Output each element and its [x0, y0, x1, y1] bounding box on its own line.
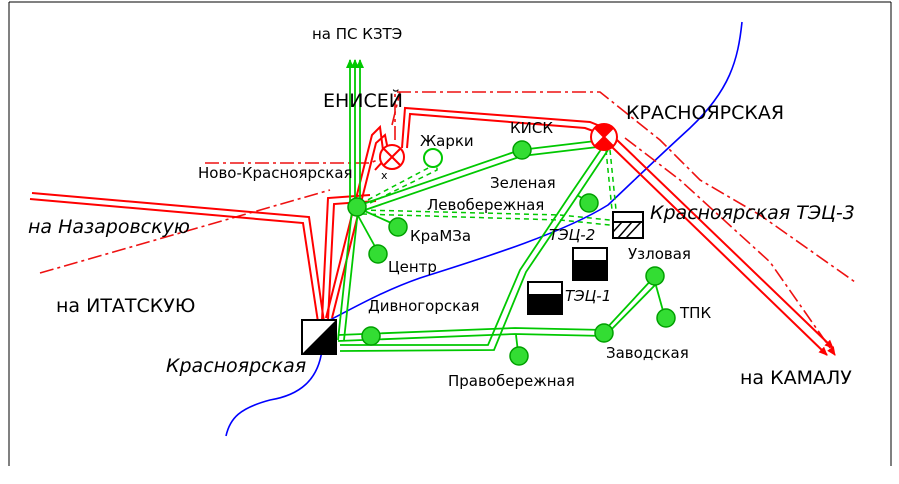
label-divnogorskaya: Дивногорская — [368, 297, 479, 315]
label-novo-krasnoyarskaya: Ново-Красноярская — [198, 164, 353, 182]
label-zelenaya: Зеленая — [490, 174, 556, 192]
label-tpk: ТПК — [679, 304, 711, 322]
substation-novo-krasnoyarskaya — [347, 197, 367, 217]
label-krasnoyarskaya-ges: Красноярская — [166, 355, 306, 377]
label-na-itatskuyu: на ИТАТСКУЮ — [56, 295, 195, 317]
line-500kv — [29, 106, 834, 356]
label-na-kamalu: на КАМАЛУ — [740, 367, 852, 389]
substation-zharki — [423, 148, 443, 168]
label-levoberezhnaya: Левобережная — [427, 196, 544, 214]
label-uzlovaya: Узловая — [628, 245, 691, 263]
substations — [347, 140, 676, 366]
frame — [8, 1, 892, 466]
substation-uzlovaya — [645, 266, 665, 286]
label-zavodskaya: Заводская — [606, 344, 689, 362]
substation-tpk — [656, 308, 676, 328]
substation-kramza — [388, 217, 408, 237]
label-kisk: КИСК — [510, 119, 553, 137]
label-krasnoyarskaya-top: КРАСНОЯРСКАЯ — [626, 102, 784, 124]
plant-tec3 — [612, 211, 644, 239]
substation-tsentr — [368, 244, 388, 264]
plant-tec2 — [572, 247, 608, 281]
substation-zavodskaya — [594, 323, 614, 343]
labels: на ПС КЗТЭ ЕНИСЕЙ Жарки КИСК КРАСНОЯРСКА… — [28, 25, 855, 390]
label-ps-kzte: на ПС КЗТЭ — [312, 25, 402, 43]
label-tec2: ТЭЦ-2 — [549, 226, 595, 244]
substation-kisk — [512, 140, 532, 160]
label-tsentr: Центр — [388, 258, 437, 276]
substation-zelenaya — [579, 193, 599, 213]
label-zharki: Жарки — [420, 132, 474, 150]
label-enisei: ЕНИСЕЙ — [323, 89, 403, 112]
river-yenisei — [225, 21, 743, 437]
label-tec1: ТЭЦ-1 — [565, 287, 611, 305]
substation-enisei — [379, 144, 405, 170]
substation-pravoberezhnaya — [509, 346, 529, 366]
plant-tec1 — [527, 281, 563, 315]
label-x-mark: x — [381, 169, 388, 182]
label-krasnoyarskaya-tec3: Красноярская ТЭЦ-3 — [650, 202, 855, 224]
label-kramza: КраМЗа — [410, 227, 471, 245]
plant-krasnoyarskaya-ges — [301, 319, 337, 355]
label-pravoberezhnaya: Правобережная — [448, 372, 575, 390]
label-na-nazarovskuyu: на Назаровскую — [28, 216, 190, 238]
substation-krasnoyarskaya-500 — [590, 123, 618, 151]
substation-divnogorskaya — [361, 326, 381, 346]
